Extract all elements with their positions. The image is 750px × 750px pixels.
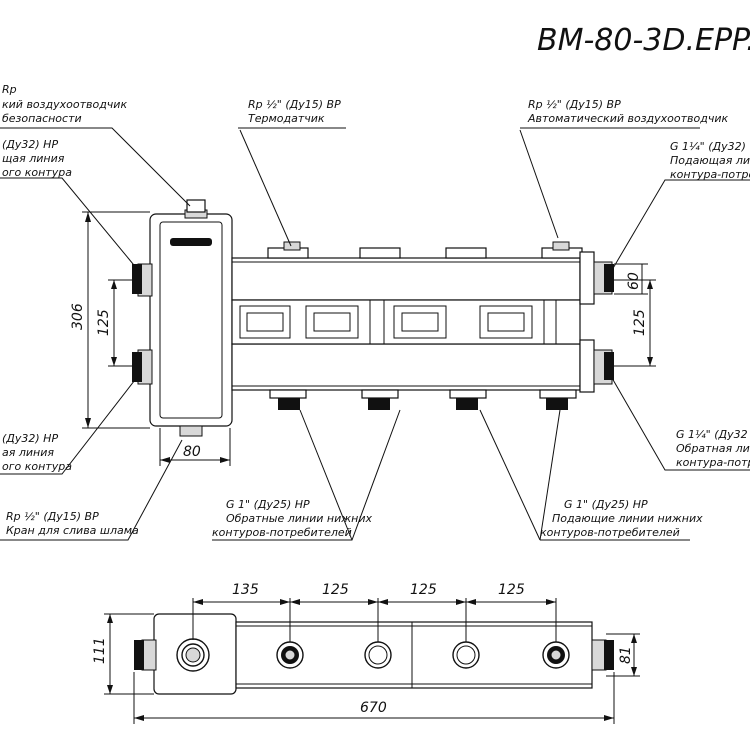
svg-text:306: 306 (70, 303, 86, 330)
svg-text:60: 60 (626, 272, 642, 290)
svg-text:(Ду32) НР: (Ду32) НР (2, 432, 58, 445)
svg-text:ого контура: ого контура (2, 460, 72, 473)
supply-header (231, 257, 581, 301)
plan-left-thread (134, 640, 144, 670)
plan-dimensions: 135 125 125 125 111 81 670 (92, 582, 640, 724)
svg-text:Rp ½" (Ду15) ВР: Rp ½" (Ду15) ВР (528, 98, 621, 111)
svg-text:Автоматический воздухоотводчик: Автоматический воздухоотводчик (527, 112, 729, 125)
svg-text:125: 125 (410, 582, 437, 598)
consumer-supply-2 (546, 398, 568, 410)
consumer-supply-1 (456, 398, 478, 410)
svg-text:80: 80 (183, 444, 201, 460)
drawing-title: ВМ-80-3D.EPP.2 (537, 23, 750, 58)
left-return-thread (132, 352, 142, 382)
svg-text:111: 111 (92, 637, 108, 664)
consumer-return-1 (278, 398, 300, 410)
callout-texts: Rp кий воздухоотводчик безопасности Rp ½… (2, 83, 750, 539)
consumer-return-2 (368, 398, 390, 410)
svg-text:ого контура: ого контура (2, 166, 72, 179)
svg-text:Rp ½" (Ду15) ВР: Rp ½" (Ду15) ВР (248, 98, 341, 111)
svg-text:контуров-потребителей: контуров-потребителей (540, 526, 680, 539)
air-vent-port (552, 241, 570, 251)
return-header (231, 343, 581, 391)
svg-text:G 1¼" (Ду32): G 1¼" (Ду32) (670, 140, 746, 153)
separator-drain-port (179, 425, 203, 437)
svg-text:125: 125 (322, 582, 349, 598)
thermo-sensor-port (283, 241, 301, 251)
plan-right-thread (604, 640, 614, 670)
svg-text:контура-потре: контура-потре (670, 168, 750, 181)
svg-text:125: 125 (632, 309, 648, 336)
svg-text:Кран для слива шлама: Кран для слива шлама (6, 524, 139, 537)
svg-text:безопасности: безопасности (2, 112, 82, 125)
svg-text:125: 125 (96, 309, 112, 336)
svg-text:Rp ½" (Ду15) ВР: Rp ½" (Ду15) ВР (6, 510, 99, 523)
separator-badge (170, 238, 212, 246)
svg-text:125: 125 (498, 582, 525, 598)
svg-text:G 1" (Ду25) НР: G 1" (Ду25) НР (564, 498, 648, 511)
front-dimensions: 306 125 80 60 125 (70, 211, 656, 466)
left-supply-thread (132, 264, 142, 294)
svg-text:ая линия: ая линия (2, 446, 54, 459)
svg-text:G 1" (Ду25) НР: G 1" (Ду25) НР (226, 498, 310, 511)
svg-text:Rp: Rp (2, 83, 17, 96)
svg-text:81: 81 (618, 646, 634, 664)
front-view (132, 199, 614, 437)
svg-text:Обратные линии нижних: Обратные линии нижних (226, 512, 372, 525)
svg-text:щая линия: щая линия (2, 152, 65, 165)
svg-text:Обратная лини: Обратная лини (676, 442, 750, 455)
svg-text:контура-потр: контура-потр (676, 456, 750, 469)
svg-text:(Ду32) НР: (Ду32) НР (2, 138, 58, 151)
plan-view (134, 613, 614, 695)
svg-text:G 1¼" (Ду32: G 1¼" (Ду32 (676, 428, 748, 441)
callout-leaders (0, 127, 750, 541)
svg-text:Подающая линия: Подающая линия (670, 154, 750, 167)
svg-text:Подающие линии нижних: Подающие линии нижних (552, 512, 703, 525)
right-return-thread (604, 352, 614, 380)
svg-text:135: 135 (232, 582, 259, 598)
svg-text:Термодатчик: Термодатчик (248, 112, 325, 125)
right-supply-thread (604, 264, 614, 292)
svg-text:кий воздухоотводчик: кий воздухоотводчик (2, 98, 127, 111)
svg-text:670: 670 (360, 700, 387, 716)
svg-text:контуров-потребителей: контуров-потребителей (212, 526, 352, 539)
